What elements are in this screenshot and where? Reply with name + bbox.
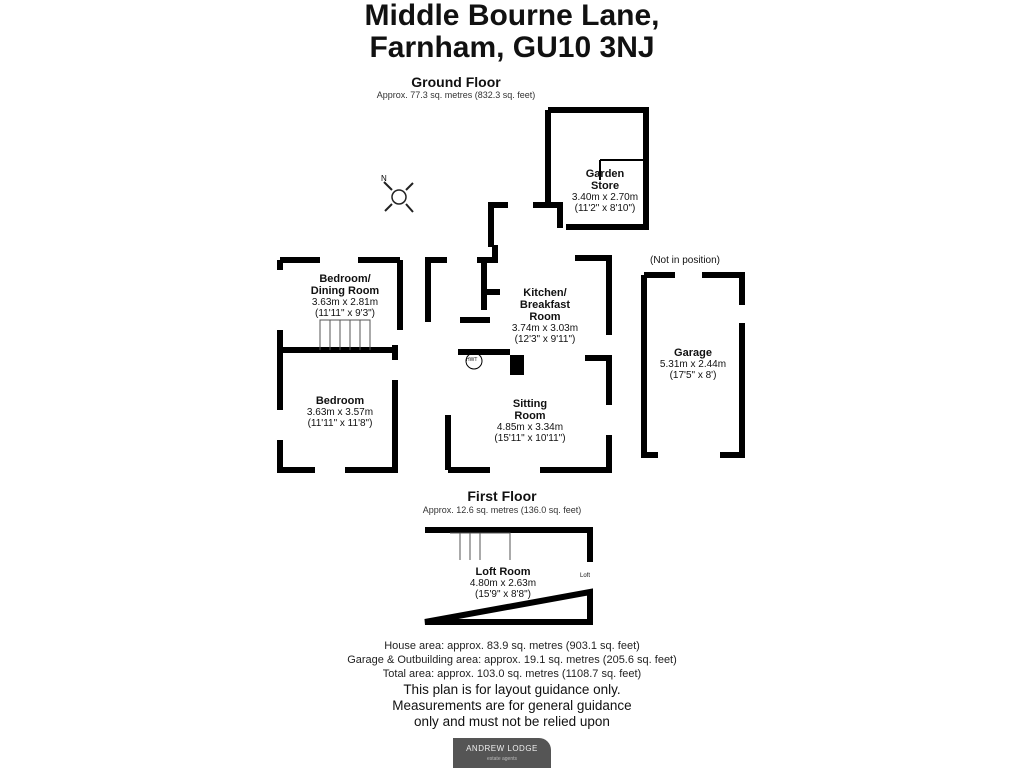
disclaimer-1: This plan is for layout guidance only.	[403, 682, 621, 697]
ground-floor-area: Approx. 77.3 sq. metres (832.3 sq. feet)	[376, 90, 536, 100]
compass-n: N	[381, 174, 387, 183]
hwt-label: HWT	[466, 357, 478, 363]
walls-loft	[424, 527, 593, 625]
walls-house	[277, 202, 612, 473]
title-line-1: Middle Bourne Lane,	[364, 0, 660, 32]
walls-garden-store	[545, 107, 649, 230]
disclaimer-2: Measurements are for general guidance	[392, 698, 632, 713]
chimney-breast	[510, 355, 524, 375]
walls-garage	[641, 272, 745, 458]
garage-note: (Not in position)	[649, 255, 721, 266]
outbuilding-area: Garage & Outbuilding area: approx. 19.1 …	[347, 654, 677, 666]
stairs	[319, 319, 511, 560]
hwt-cupboard	[465, 352, 483, 370]
title-line-2: Farnham, GU10 3NJ	[369, 31, 655, 64]
first-floor-label: First Floor	[467, 488, 537, 504]
total-area: Total area: approx. 103.0 sq. metres (11…	[382, 668, 642, 680]
ground-floor-label: Ground Floor	[411, 74, 501, 90]
house-area: House area: approx. 83.9 sq. metres (903…	[384, 640, 640, 652]
first-floor-area: Approx. 12.6 sq. metres (136.0 sq. feet)	[422, 505, 582, 515]
compass-icon	[383, 181, 414, 213]
disclaimer-3: only and must not be relied upon	[414, 714, 610, 729]
agent-logo: ANDREW LODGE estate agents	[453, 738, 551, 768]
loft-hatch-label: Loft	[580, 573, 591, 579]
